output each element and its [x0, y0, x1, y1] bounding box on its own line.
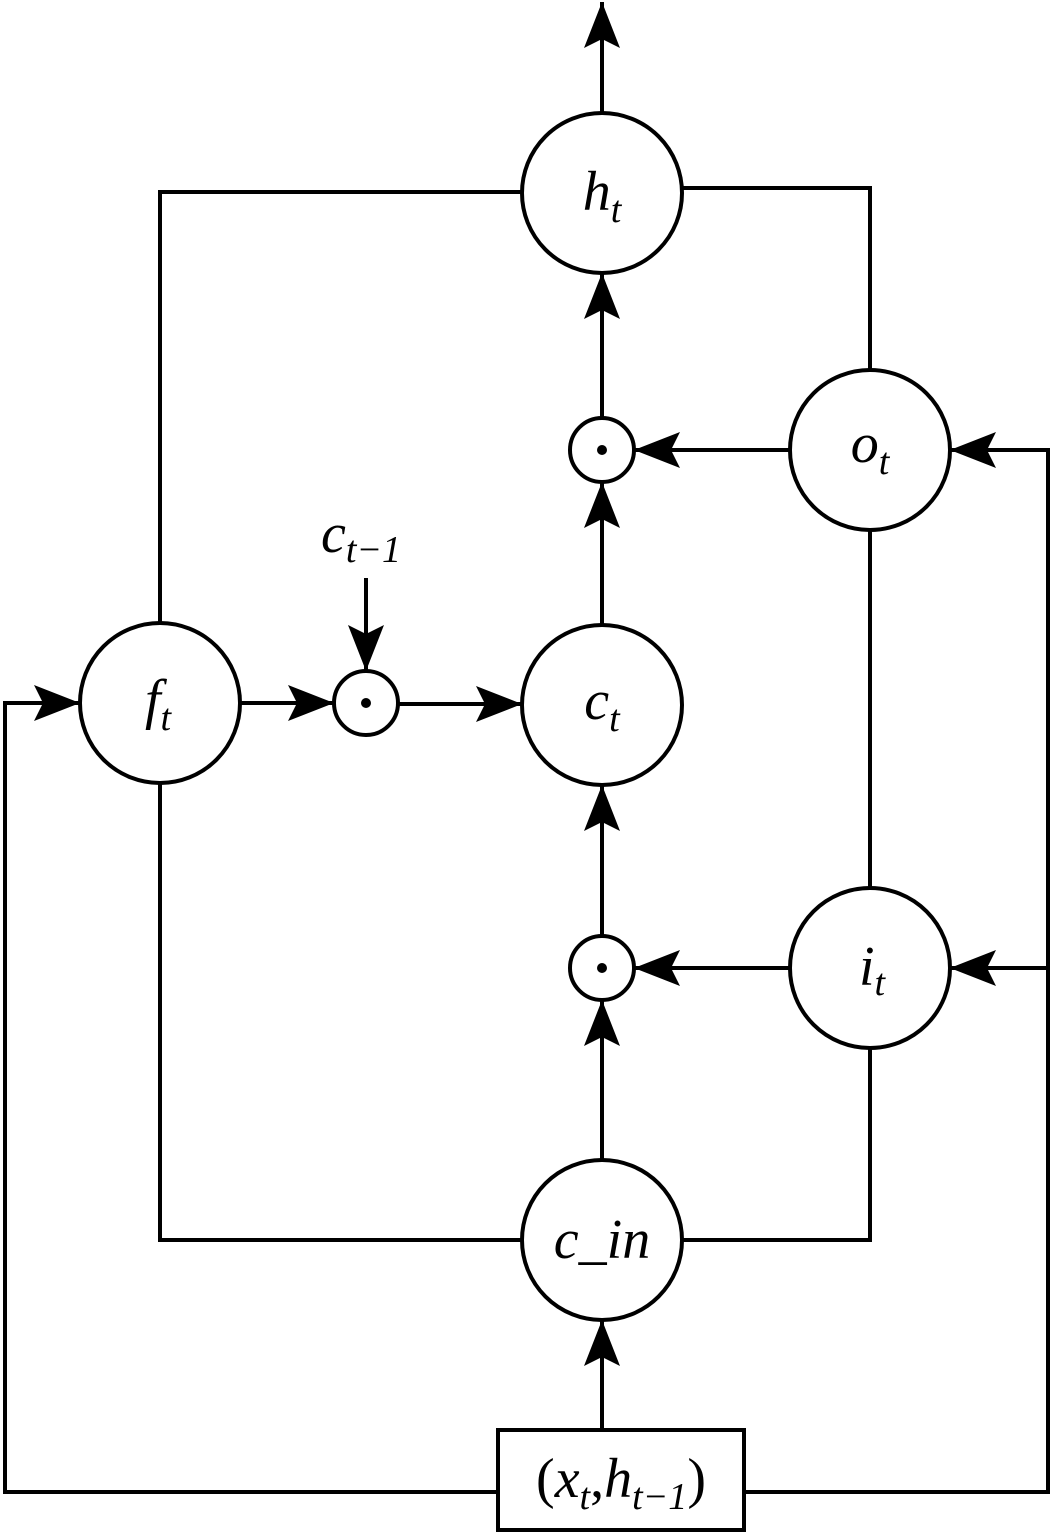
svg-text:ct: ct	[584, 670, 621, 740]
multiply-node-forget	[332, 669, 400, 737]
input-h: h	[604, 1448, 632, 1510]
node-subscript: t	[161, 697, 173, 739]
svg-text:ot: ot	[851, 413, 891, 483]
node-i-t: it	[788, 886, 952, 1050]
node-subscript: t	[609, 698, 621, 740]
node-c-t: ct	[520, 623, 684, 787]
wire-f-t-to-h-t	[158, 190, 522, 623]
node-o-t: ot	[788, 368, 952, 532]
input-h-subscript: t−1	[632, 1476, 687, 1518]
paren-open: (	[536, 1448, 555, 1510]
dot-icon	[597, 445, 607, 455]
svg-text:ht: ht	[583, 161, 623, 231]
multiply-node-output	[568, 416, 636, 484]
node-subscript: t	[875, 962, 887, 1004]
node-c-in: c_in	[520, 1158, 684, 1322]
node-f-t: ft	[78, 621, 242, 785]
input-box: (xt,ht−1)	[496, 1428, 746, 1532]
node-label: c	[584, 670, 609, 732]
multiply-node-input	[568, 934, 636, 1002]
node-subscript: t	[611, 189, 623, 231]
wire-i-t-to-c-in	[682, 1048, 872, 1242]
node-label: i	[859, 936, 875, 998]
input-bus-left-to-f-t	[3, 685, 498, 1494]
node-label: h	[583, 161, 611, 223]
input-bus-right-to-o-t	[744, 432, 1050, 1494]
node-subscript: t	[879, 441, 891, 483]
input-x: x	[554, 1448, 580, 1510]
dot-icon	[597, 963, 607, 973]
node-label: o	[851, 413, 879, 475]
paren-close: )	[687, 1448, 706, 1510]
node-label: c	[321, 503, 346, 565]
node-h-t: ht	[520, 111, 684, 275]
node-subscript: t−1	[346, 529, 401, 571]
comma: ,	[590, 1448, 604, 1510]
label-c-prev: ct−1	[321, 503, 401, 571]
input-x-subscript: t	[580, 1476, 592, 1518]
wire-f-t-to-c-in	[158, 783, 522, 1242]
wire-h-t-to-o-t	[682, 186, 872, 370]
svg-text:(xt,ht−1): (xt,ht−1)	[536, 1448, 706, 1518]
svg-text:it: it	[859, 936, 887, 1004]
node-label: c_in	[554, 1209, 650, 1271]
dot-icon	[361, 698, 371, 708]
